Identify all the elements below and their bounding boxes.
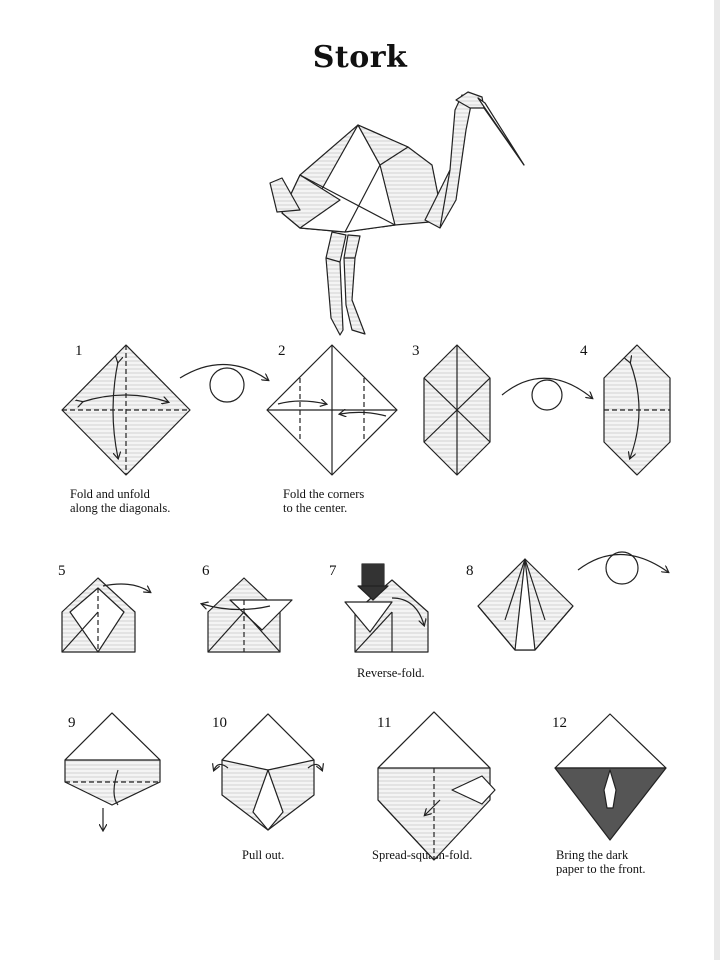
page-title: Stork	[312, 40, 408, 75]
turn-over-arrow-2	[501, 377, 592, 411]
step-3-diagram	[423, 344, 491, 476]
step-11-diagram	[377, 711, 496, 861]
step-8-diagram	[477, 558, 574, 651]
step-10-number: 10	[212, 715, 227, 731]
step-7-number: 7	[329, 563, 337, 579]
step-10-diagram	[214, 713, 322, 831]
step-7-diagram	[344, 579, 429, 653]
step-11-number: 11	[377, 715, 392, 731]
push-arrow-icon	[357, 563, 389, 601]
step-10-caption: Pull out.	[242, 848, 285, 862]
step-2-caption: Fold the corners to the center.	[283, 487, 365, 515]
step-5-diagram	[61, 577, 150, 653]
step-2-diagram	[266, 344, 398, 476]
step-9-number: 9	[68, 715, 76, 731]
step-1-diagram	[61, 344, 191, 476]
step-7-caption: Reverse-fold.	[357, 666, 425, 680]
page-edge	[714, 0, 720, 960]
step-6-number: 6	[202, 563, 210, 579]
step-3-number: 3	[412, 343, 420, 359]
step-11-caption: Spread-squash-fold.	[372, 848, 473, 862]
step-4-diagram	[603, 344, 671, 476]
step-9-diagram	[64, 712, 161, 830]
step-2-number: 2	[278, 343, 286, 359]
turn-over-arrow-3	[577, 551, 668, 585]
step-6-diagram	[202, 577, 293, 653]
step-12-diagram	[554, 713, 667, 841]
step-5-number: 5	[58, 563, 66, 579]
step-1-number: 1	[75, 343, 83, 359]
step-12-caption: Bring the dark paper to the front.	[556, 848, 646, 876]
step-12-number: 12	[552, 715, 567, 731]
stork-illustration	[269, 91, 525, 336]
step-1-caption: Fold and unfold along the diagonals.	[70, 487, 171, 515]
turn-over-arrow-1	[179, 363, 268, 403]
step-4-number: 4	[580, 343, 588, 359]
step-8-number: 8	[466, 563, 474, 579]
